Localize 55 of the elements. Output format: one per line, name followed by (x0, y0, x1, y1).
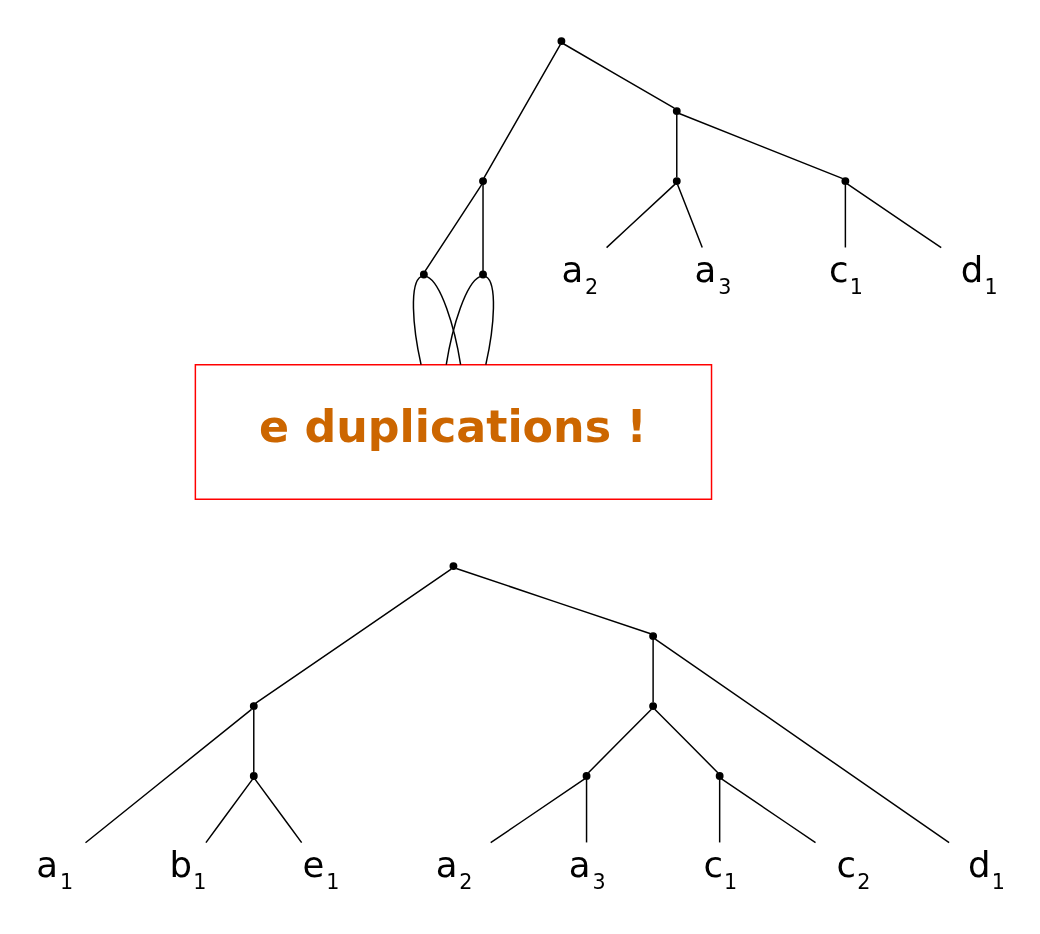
node-text: a$_{1}$ (36, 844, 74, 895)
connector (605, 183, 676, 249)
connector (676, 114, 678, 179)
connector (844, 184, 847, 249)
connector (254, 778, 303, 844)
node-text: b$_{1}$ (169, 844, 207, 895)
node-point (582, 772, 591, 780)
connector (412, 275, 422, 366)
node-text: a$_{3}$ (568, 844, 606, 895)
connector (846, 183, 942, 249)
connector (587, 708, 653, 774)
connector (676, 184, 703, 249)
connector (426, 275, 462, 366)
connector (654, 638, 950, 844)
node-point (479, 177, 487, 185)
connector (718, 779, 721, 844)
node-text: a$_{3}$ (694, 249, 732, 300)
node-text: c$_{2}$ (836, 844, 871, 895)
node-point (841, 177, 850, 185)
node-text: c$_{1}$ (829, 249, 863, 300)
connector (585, 779, 588, 844)
node-point (449, 562, 458, 571)
node-point (419, 270, 428, 279)
node-point (649, 632, 658, 640)
connector (253, 709, 255, 773)
connector (720, 778, 817, 844)
connector (84, 708, 253, 844)
node-box: e duplications ! (194, 363, 713, 501)
node-text: a$_{2}$ (561, 249, 599, 300)
connector (255, 568, 452, 704)
node-point (249, 772, 258, 780)
connector (652, 639, 654, 703)
node-text: d$_{1}$ (960, 249, 998, 300)
node-point (672, 107, 681, 116)
connector (562, 43, 676, 109)
connector (482, 184, 484, 272)
node-point (557, 37, 566, 46)
connector (483, 43, 562, 179)
connector (424, 183, 483, 272)
connector (485, 275, 495, 366)
node-text: c$_{1}$ (703, 844, 738, 895)
node-text: d$_{1}$ (968, 844, 1005, 895)
connector (455, 567, 652, 635)
node-point (249, 702, 258, 710)
connector (445, 275, 481, 366)
node-point (479, 270, 487, 279)
node-text: e$_{1}$ (302, 844, 340, 895)
connector (654, 708, 719, 774)
connector (489, 778, 586, 844)
connector (678, 112, 844, 180)
node-point (672, 177, 681, 185)
node-point (715, 772, 724, 780)
node-point (649, 702, 658, 710)
connector (205, 778, 254, 844)
node-text: a$_{2}$ (435, 844, 473, 895)
